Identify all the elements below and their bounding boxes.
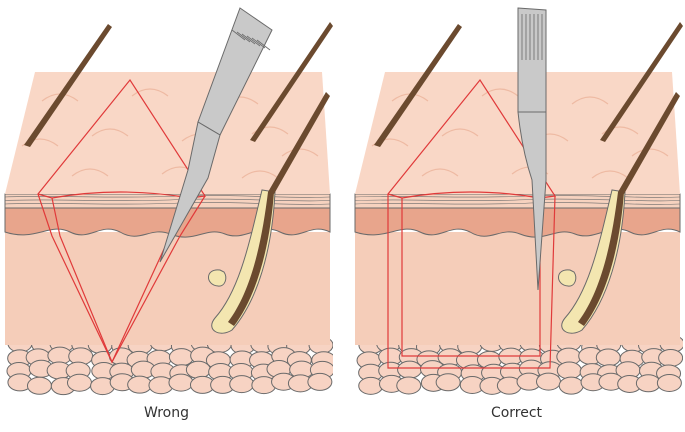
fat-lobule — [659, 349, 683, 366]
skin-diagram-wrong — [0, 0, 333, 400]
skin-block — [5, 8, 333, 395]
fat-lobule — [536, 373, 560, 390]
caption-correct: Correct — [350, 405, 683, 421]
fat-lobule — [359, 377, 383, 394]
fat-lobule — [230, 376, 254, 393]
dermis — [355, 232, 680, 345]
fat-lobule — [397, 377, 421, 394]
caption-wrong: Wrong — [0, 405, 333, 421]
fat-lobule — [657, 374, 681, 391]
skin-diagram-correct — [350, 0, 683, 400]
panel-wrong-incision — [0, 0, 333, 400]
fat-lobule — [67, 374, 91, 391]
fat-lobule — [128, 376, 152, 393]
fat-lobule — [308, 373, 332, 390]
skin-block — [355, 8, 683, 394]
fat-lobule — [559, 377, 583, 394]
fat-lobule — [169, 374, 193, 391]
sebaceous-gland — [208, 270, 225, 286]
fat-lobule — [27, 377, 51, 394]
fat-lobule — [186, 361, 210, 378]
fat-lobule — [398, 361, 422, 378]
fat-lobule — [596, 349, 620, 366]
panel-correct-incision — [350, 0, 683, 400]
stratum-layer — [355, 194, 680, 208]
fat-lobule — [557, 362, 581, 379]
fat-lobule — [436, 374, 460, 391]
sebaceous-gland — [558, 270, 575, 286]
fat-lobule — [636, 375, 660, 392]
fat-lobule — [169, 349, 193, 366]
